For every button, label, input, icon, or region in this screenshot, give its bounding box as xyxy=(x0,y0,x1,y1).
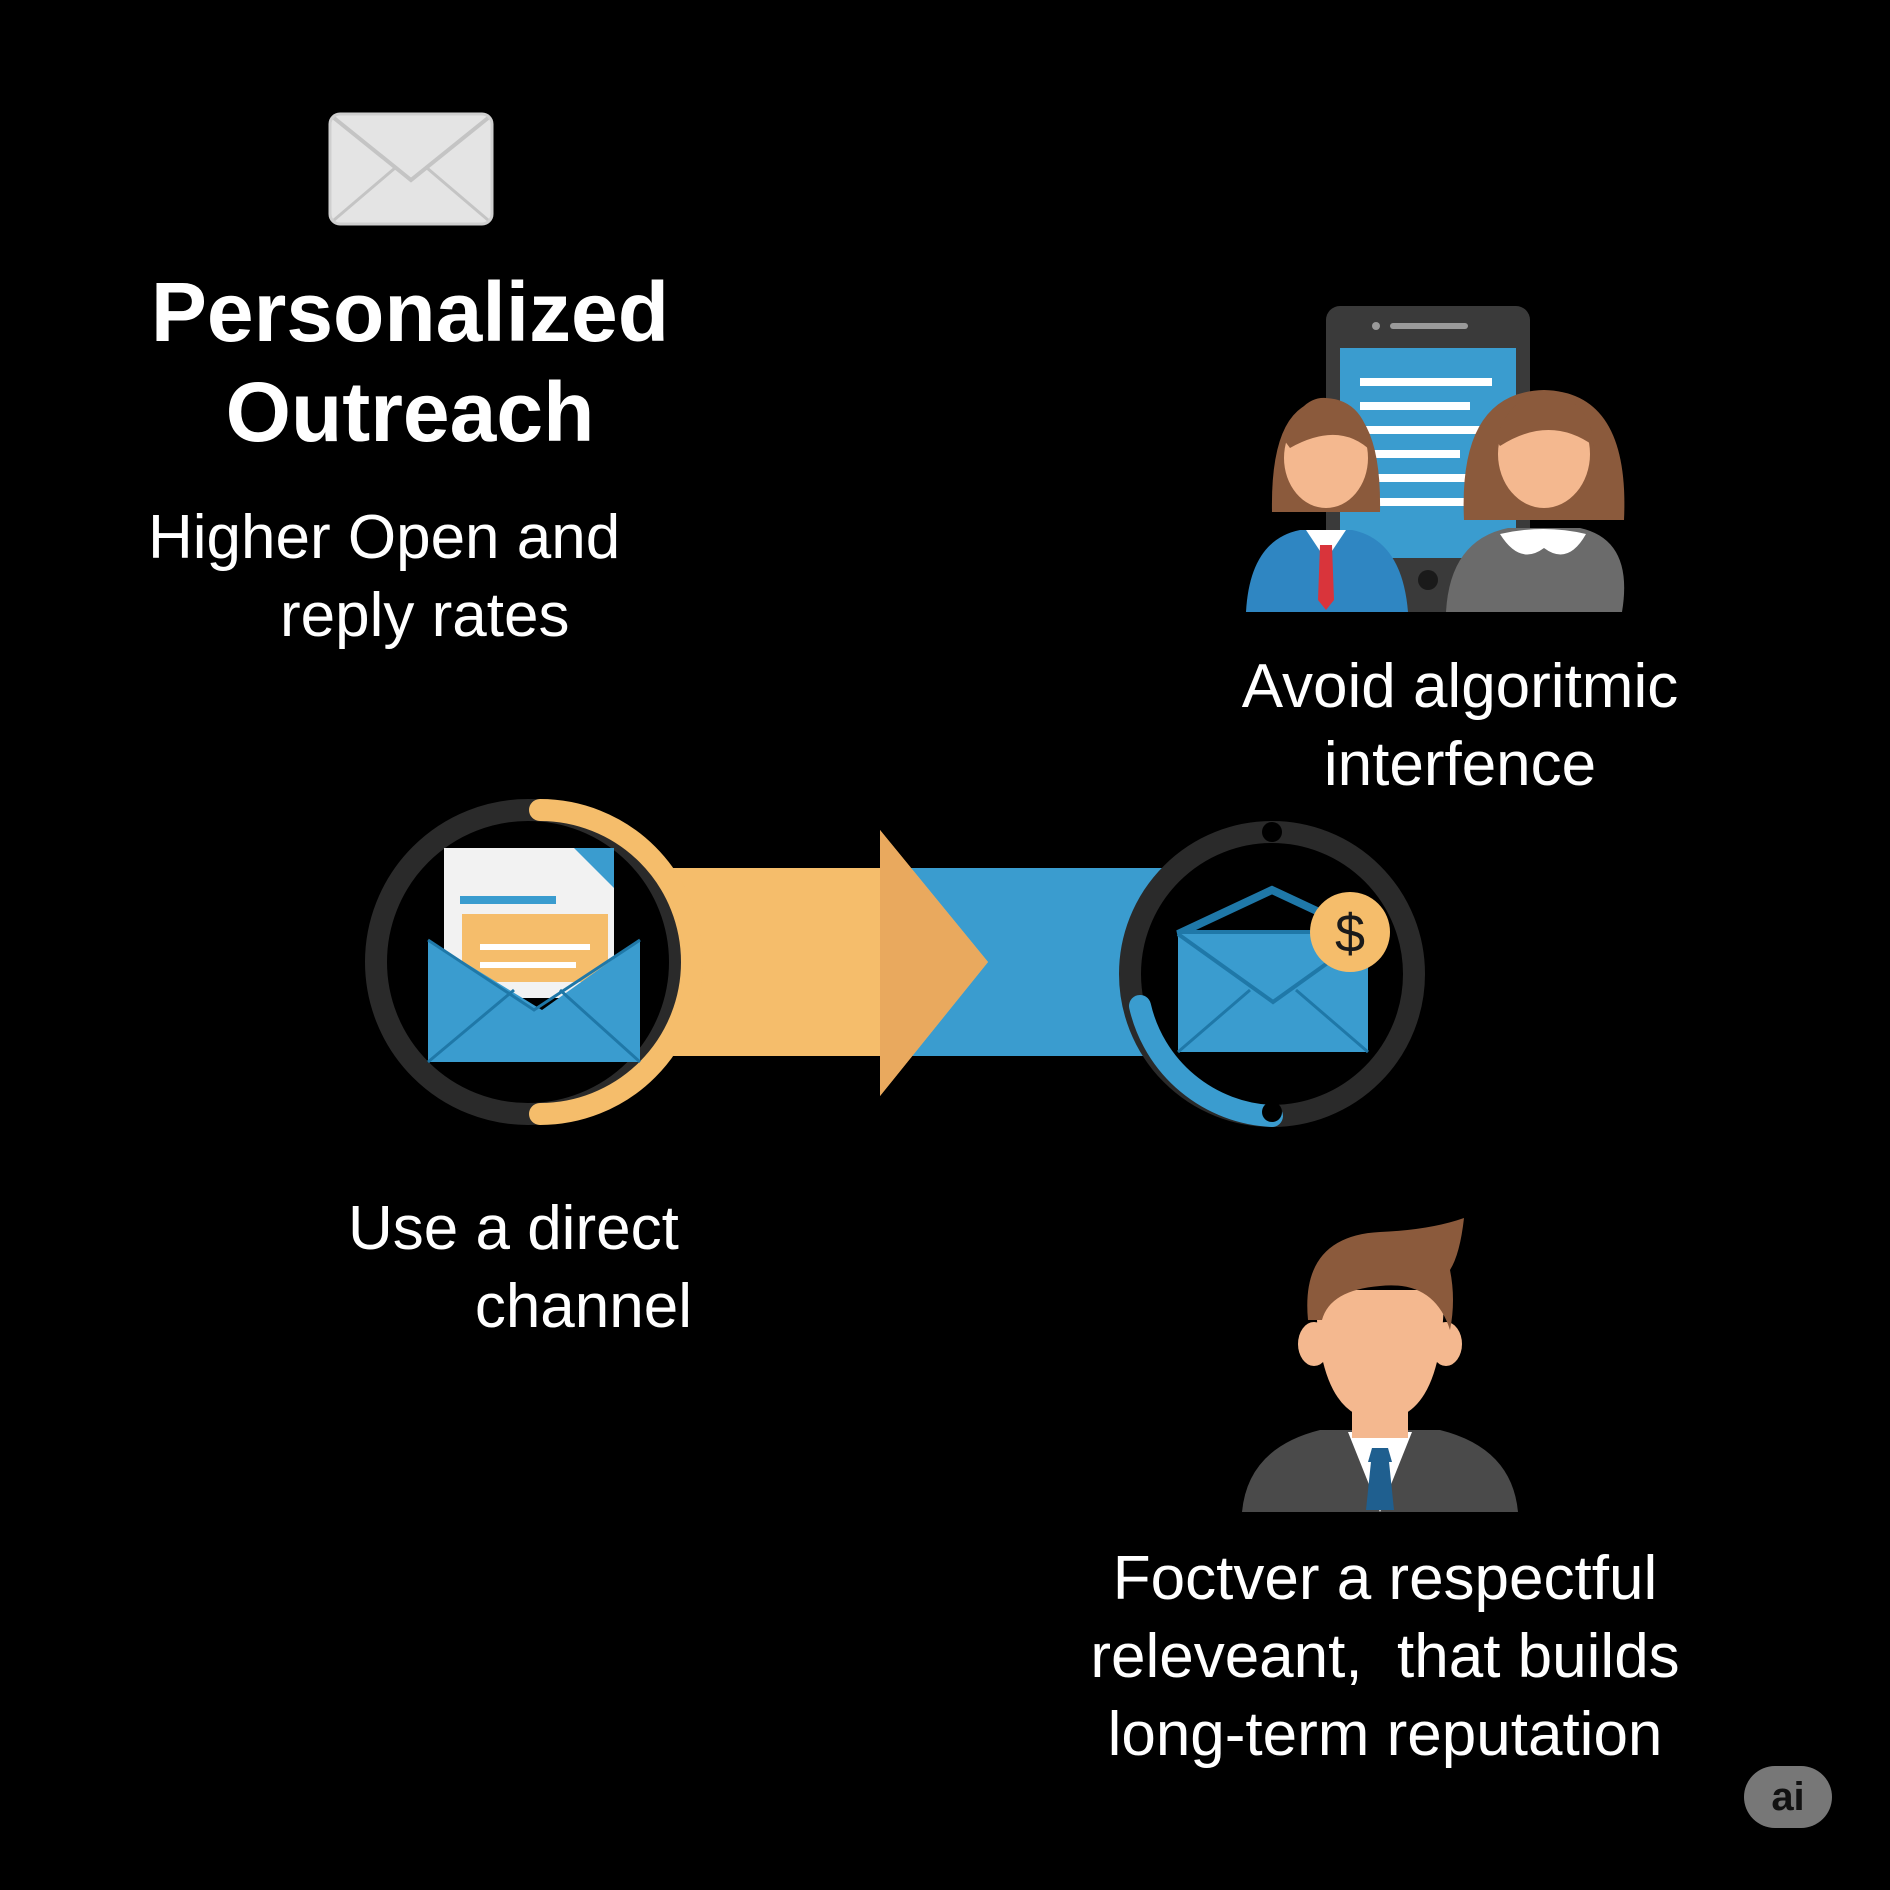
ai-badge: ai xyxy=(1744,1766,1832,1828)
caption-reputation-line-3: long-term reputation xyxy=(1107,1700,1663,1769)
caption-direct-channel-line-1: Use a direct xyxy=(348,1194,679,1263)
dollar-symbol: $ xyxy=(1335,904,1365,964)
caption-algorithmic-line-1: Avoid algoritmic xyxy=(1241,652,1679,721)
title-line-2: Outreach xyxy=(225,365,595,459)
caption-direct-channel-line-2: channel xyxy=(474,1272,692,1341)
caption-open-rates: Higher Open and reply rates xyxy=(120,499,680,655)
open-envelope-letter-icon xyxy=(365,799,703,1125)
caption-open-rates-line-2: reply rates xyxy=(280,581,570,650)
caption-reputation-line-1: Foctver a respectful xyxy=(1112,1544,1658,1613)
businessman-icon xyxy=(1242,1218,1518,1512)
flow-arrow xyxy=(650,830,1200,1096)
title-line-1: Personalized xyxy=(150,265,670,359)
caption-direct-channel: Use a direct channel xyxy=(300,1190,780,1346)
envelope-dollar-icon: $ xyxy=(1119,821,1425,1127)
caption-reputation-line-2: releveant, that builds xyxy=(1090,1622,1680,1691)
envelope-icon xyxy=(328,112,494,226)
caption-algorithmic-line-2: interfence xyxy=(1323,730,1597,799)
caption-open-rates-line-1: Higher Open and xyxy=(148,503,621,572)
people-with-tablet-icon xyxy=(1246,306,1625,612)
caption-reputation: Foctver a respectful releveant, that bui… xyxy=(1020,1540,1750,1774)
caption-algorithmic: Avoid algoritmic interfence xyxy=(1180,648,1740,804)
page-title: Personalized Outreach xyxy=(100,262,720,462)
